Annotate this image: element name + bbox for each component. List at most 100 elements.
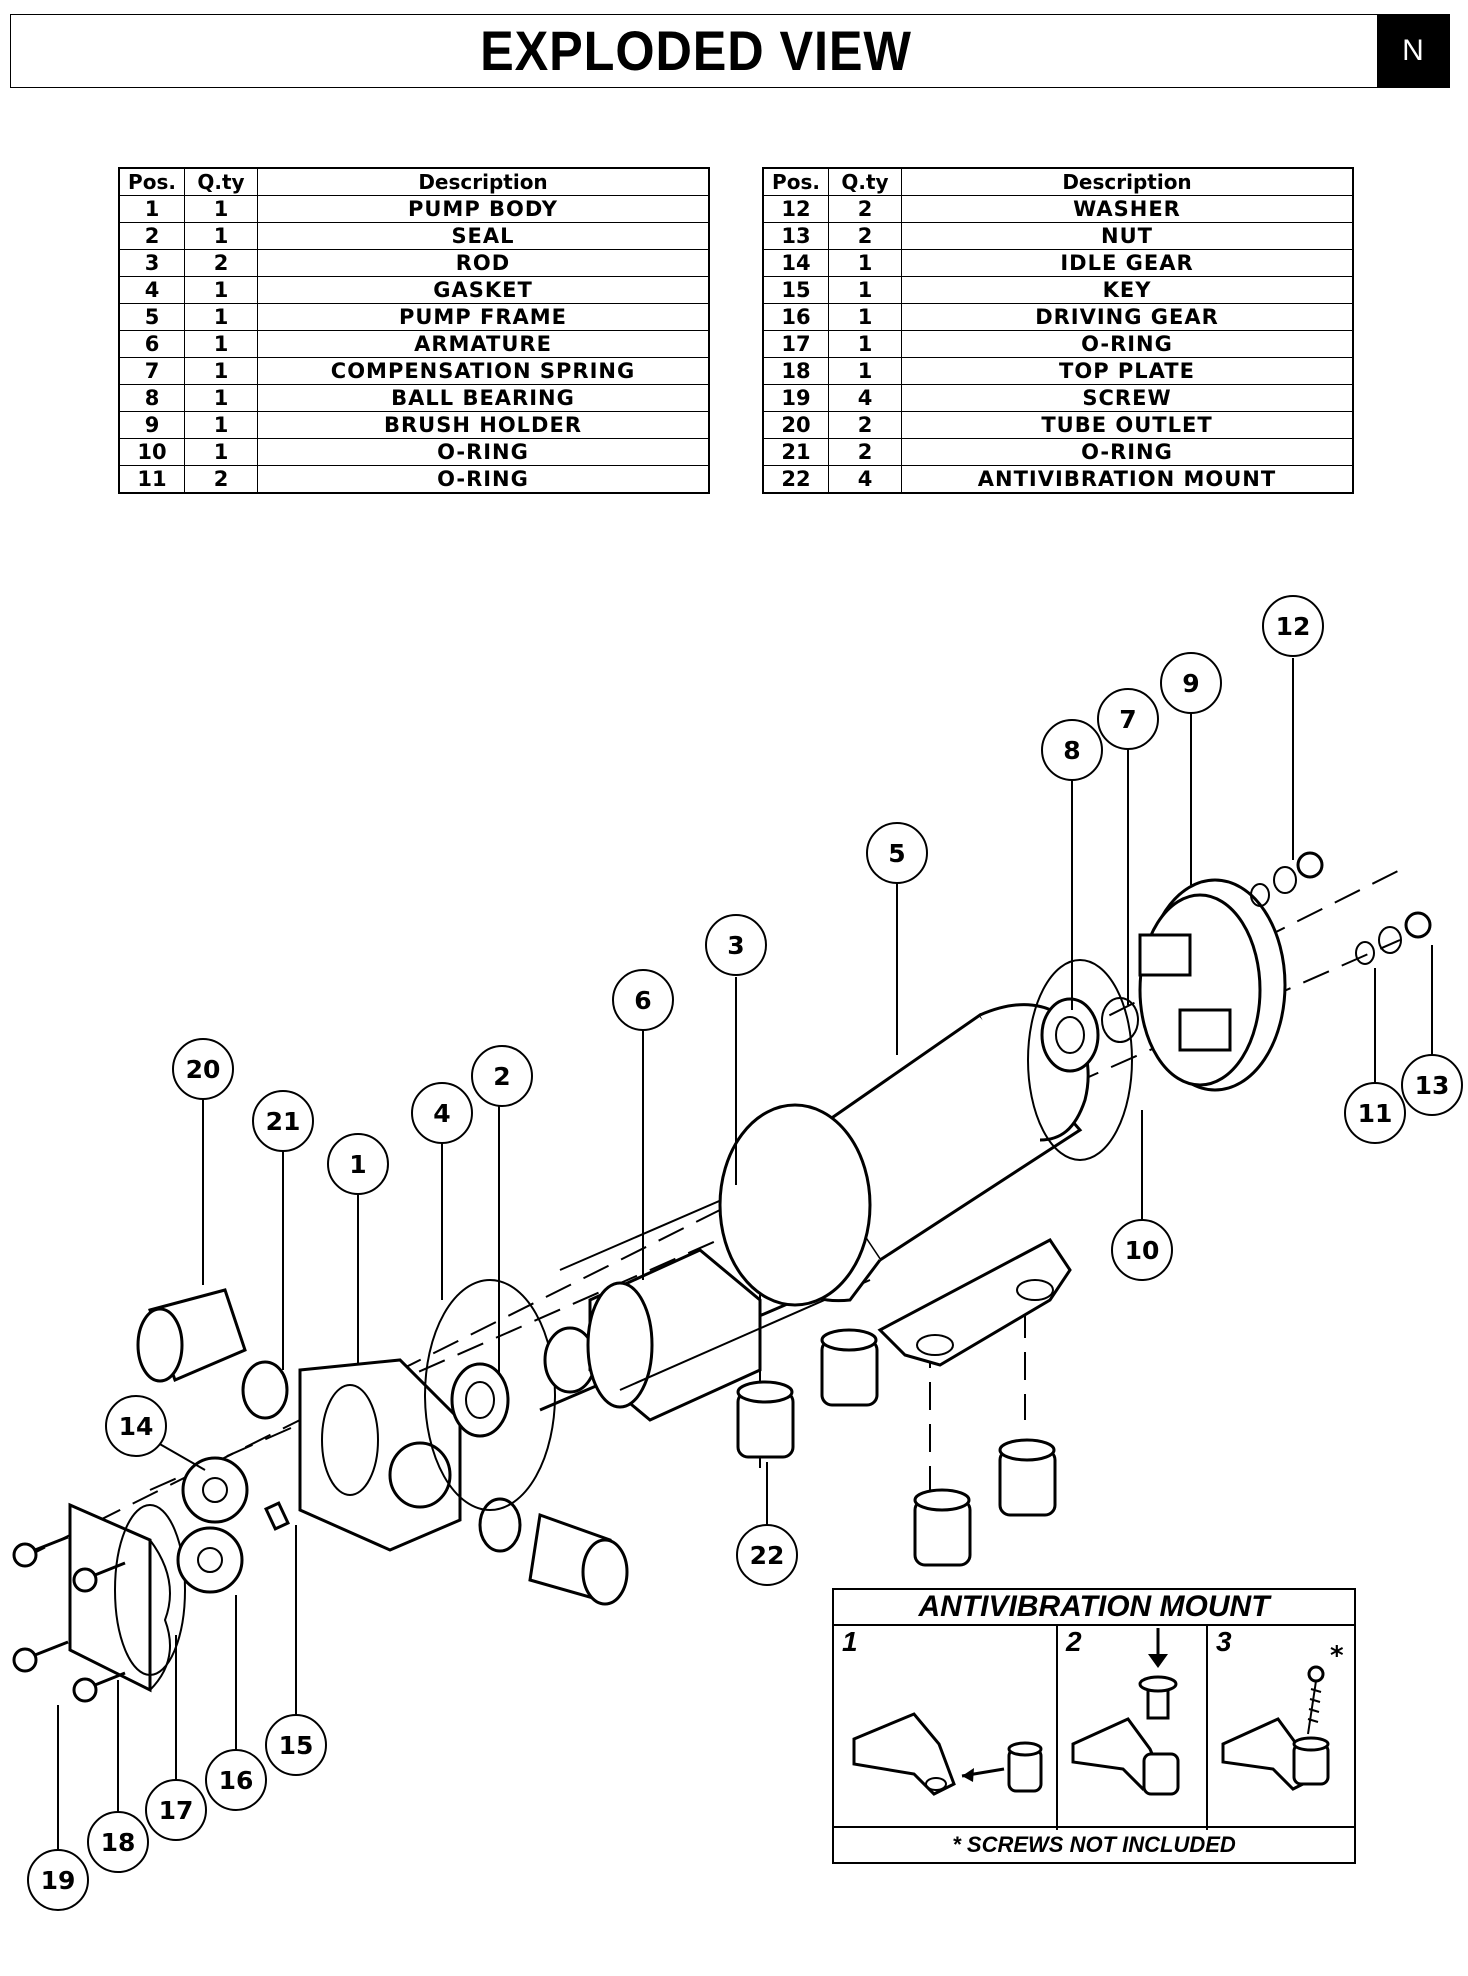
callout-21: 21 — [252, 1090, 314, 1152]
cell-qty: 2 — [828, 222, 902, 250]
cell-pos: 12 — [762, 195, 829, 223]
column-header-qty: Q.ty — [184, 167, 258, 196]
cell-qty: 1 — [184, 357, 258, 385]
tube-outlet-parts — [136, 1288, 629, 1606]
svg-text:3: 3 — [727, 931, 744, 960]
callout-17: 17 — [145, 1779, 207, 1841]
cell-pos: 2 — [118, 222, 185, 250]
cell-description: COMPENSATION SPRING — [257, 357, 710, 385]
svg-text:20: 20 — [186, 1055, 221, 1084]
inset-step-1: 1 — [834, 1624, 1058, 1830]
callout-8: 8 — [1041, 719, 1103, 781]
column-header-description: Description — [901, 167, 1354, 196]
pump-body-part — [298, 1358, 462, 1552]
cell-pos: 10 — [118, 438, 185, 466]
gear-parts — [176, 1456, 290, 1594]
svg-text:5: 5 — [888, 839, 905, 868]
cell-pos: 1 — [118, 195, 185, 223]
callout-9: 9 — [1160, 652, 1222, 714]
cell-description: SCREW — [901, 384, 1354, 412]
antivibration-mount-inset: ANTIVIBRATION MOUNT 1 2 3 * — [832, 1588, 1356, 1864]
svg-text:12: 12 — [1276, 612, 1311, 641]
callout-6: 6 — [612, 969, 674, 1031]
cell-qty: 1 — [184, 276, 258, 304]
cell-description: O-RING — [901, 438, 1354, 466]
pump-frame-part — [718, 1003, 1090, 1367]
seal-part — [450, 1362, 510, 1438]
svg-text:7: 7 — [1119, 705, 1136, 734]
cell-qty: 1 — [828, 357, 902, 385]
cell-qty: 4 — [828, 384, 902, 412]
antivibration-mount-parts — [736, 1328, 1057, 1567]
cell-qty: 4 — [828, 465, 902, 494]
callout-11: 11 — [1344, 1082, 1406, 1144]
step-1-illustration — [852, 1712, 1043, 1796]
callout-13: 13 — [1401, 1054, 1463, 1116]
washer-nut-parts — [1250, 851, 1432, 965]
inset-step-number: 2 — [1066, 1626, 1082, 1657]
cell-qty: 1 — [184, 438, 258, 466]
svg-text:10: 10 — [1125, 1236, 1160, 1265]
callout-20: 20 — [172, 1038, 234, 1100]
svg-text:17: 17 — [159, 1796, 194, 1825]
o-ring-17-part — [114, 1504, 186, 1676]
cell-qty: 1 — [828, 330, 902, 358]
cell-description: WASHER — [901, 195, 1354, 223]
callout-5: 5 — [866, 822, 928, 884]
cell-description: TOP PLATE — [901, 357, 1354, 385]
cell-qty: 1 — [184, 330, 258, 358]
screws-note: * SCREWS NOT INCLUDED — [834, 1826, 1354, 1862]
cell-pos: 18 — [762, 357, 829, 385]
callout-3: 3 — [705, 914, 767, 976]
cell-qty: 1 — [828, 276, 902, 304]
armature-part — [539, 1248, 821, 1422]
callout-10: 10 — [1111, 1219, 1173, 1281]
column-header-description: Description — [257, 167, 710, 196]
svg-text:1: 1 — [349, 1150, 366, 1179]
svg-text:6: 6 — [634, 986, 651, 1015]
o-ring-10-part — [1027, 959, 1133, 1161]
cell-pos: 7 — [118, 357, 185, 385]
cell-description: BALL BEARING — [257, 384, 710, 412]
cell-pos: 3 — [118, 249, 185, 277]
o-ring-21-part — [478, 1497, 522, 1553]
cell-description: O-RING — [257, 438, 710, 466]
svg-text:15: 15 — [279, 1731, 314, 1760]
callout-14: 14 — [105, 1395, 167, 1457]
compensation-spring-part — [1101, 997, 1139, 1043]
table-header-row: Pos. Q.ty Description — [762, 167, 1354, 196]
svg-text:22: 22 — [750, 1541, 785, 1570]
section-badge: N — [1377, 15, 1449, 87]
cell-pos: 11 — [118, 465, 185, 494]
cell-description: O-RING — [901, 330, 1354, 358]
svg-text:13: 13 — [1415, 1071, 1450, 1100]
svg-text:14: 14 — [119, 1412, 154, 1441]
cell-description: IDLE GEAR — [901, 249, 1354, 277]
inset-step-number: 3 — [1216, 1626, 1232, 1657]
cell-pos: 5 — [118, 303, 185, 331]
cell-pos: 19 — [762, 384, 829, 412]
cell-qty: 2 — [828, 438, 902, 466]
cell-description: O-RING — [257, 465, 710, 494]
cell-pos: 22 — [762, 465, 829, 494]
svg-text:8: 8 — [1063, 736, 1080, 765]
cell-pos: 21 — [762, 438, 829, 466]
gasket-part — [424, 1279, 556, 1511]
cell-description: SEAL — [257, 222, 710, 250]
screw-parts — [12, 1535, 126, 1703]
svg-text:19: 19 — [41, 1866, 76, 1895]
cell-description: BRUSH HOLDER — [257, 411, 710, 439]
cell-qty: 1 — [184, 222, 258, 250]
cell-description: KEY — [901, 276, 1354, 304]
